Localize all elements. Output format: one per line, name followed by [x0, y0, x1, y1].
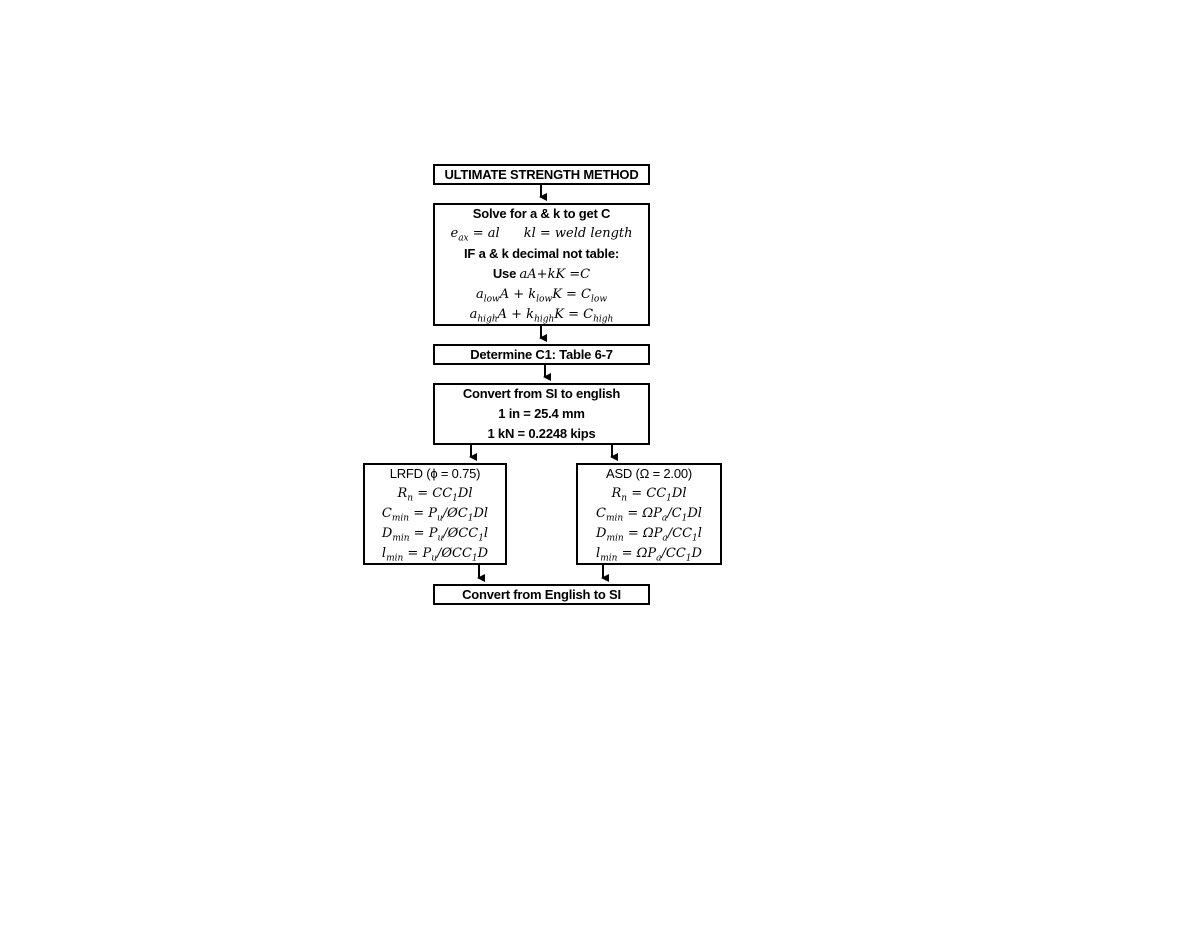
lrfd-rn-equation: Rn = CC1Dl [397, 486, 473, 504]
convert-heading: Convert from SI to english [462, 386, 621, 401]
kl-equation: kl = weld length [523, 226, 633, 241]
determine-c1-box: Determine C1: Table 6-7 [433, 344, 650, 365]
lrfd-dmin-equation: Dmin = Pu/ØCC1l [381, 526, 489, 544]
if-decimal-line: IF a & k decimal not table: [464, 246, 619, 261]
lrfd-heading: LRFD (ϕ = 0.75) [389, 466, 481, 481]
inch-conversion: 1 in = 25.4 mm [498, 406, 585, 421]
low-equation: alowA + klowK = Clow [475, 287, 608, 305]
asd-dmin-equation: Dmin = ΩPa/CC1l [596, 526, 702, 544]
asd-heading: ASD (Ω = 2.00) [605, 466, 693, 481]
use-line: Use aA+kK =C [492, 266, 591, 282]
solve-a-k-box: Solve for a & k to get C eax = al kl = w… [433, 203, 650, 326]
kn-conversion: 1 kN = 0.2248 kips [487, 426, 596, 441]
lrfd-box: LRFD (ϕ = 0.75) Rn = CC1Dl Cmin = Pu/ØC1… [363, 463, 507, 565]
lrfd-cmin-equation: Cmin = Pu/ØC1Dl [381, 506, 489, 524]
asd-lmin-equation: lmin = ΩPa/CC1D [596, 546, 702, 564]
convert-english-to-si-box: Convert from English to SI [433, 584, 650, 605]
solve-heading: Solve for a & k to get C [472, 206, 611, 221]
title-label: ULTIMATE STRENGTH METHOD [444, 166, 639, 182]
lrfd-lmin-equation: lmin = Pu/ØCC1D [381, 546, 489, 564]
asd-cmin-equation: Cmin = ΩPa/C1Dl [596, 506, 702, 524]
asd-rn-equation: Rn = CC1Dl [611, 486, 687, 504]
final-label: Convert from English to SI [462, 586, 621, 602]
c1-label: Determine C1: Table 6-7 [470, 346, 613, 362]
eax-equation: eax = al [450, 226, 500, 244]
high-equation: ahighA + khighK = Chigh [469, 307, 614, 325]
asd-box: ASD (Ω = 2.00) Rn = CC1Dl Cmin = ΩPa/C1D… [576, 463, 722, 565]
ultimate-strength-method-box: ULTIMATE STRENGTH METHOD [433, 164, 650, 185]
convert-si-to-english-box: Convert from SI to english 1 in = 25.4 m… [433, 383, 650, 445]
eax-kl-row: eax = al kl = weld length [450, 224, 632, 244]
